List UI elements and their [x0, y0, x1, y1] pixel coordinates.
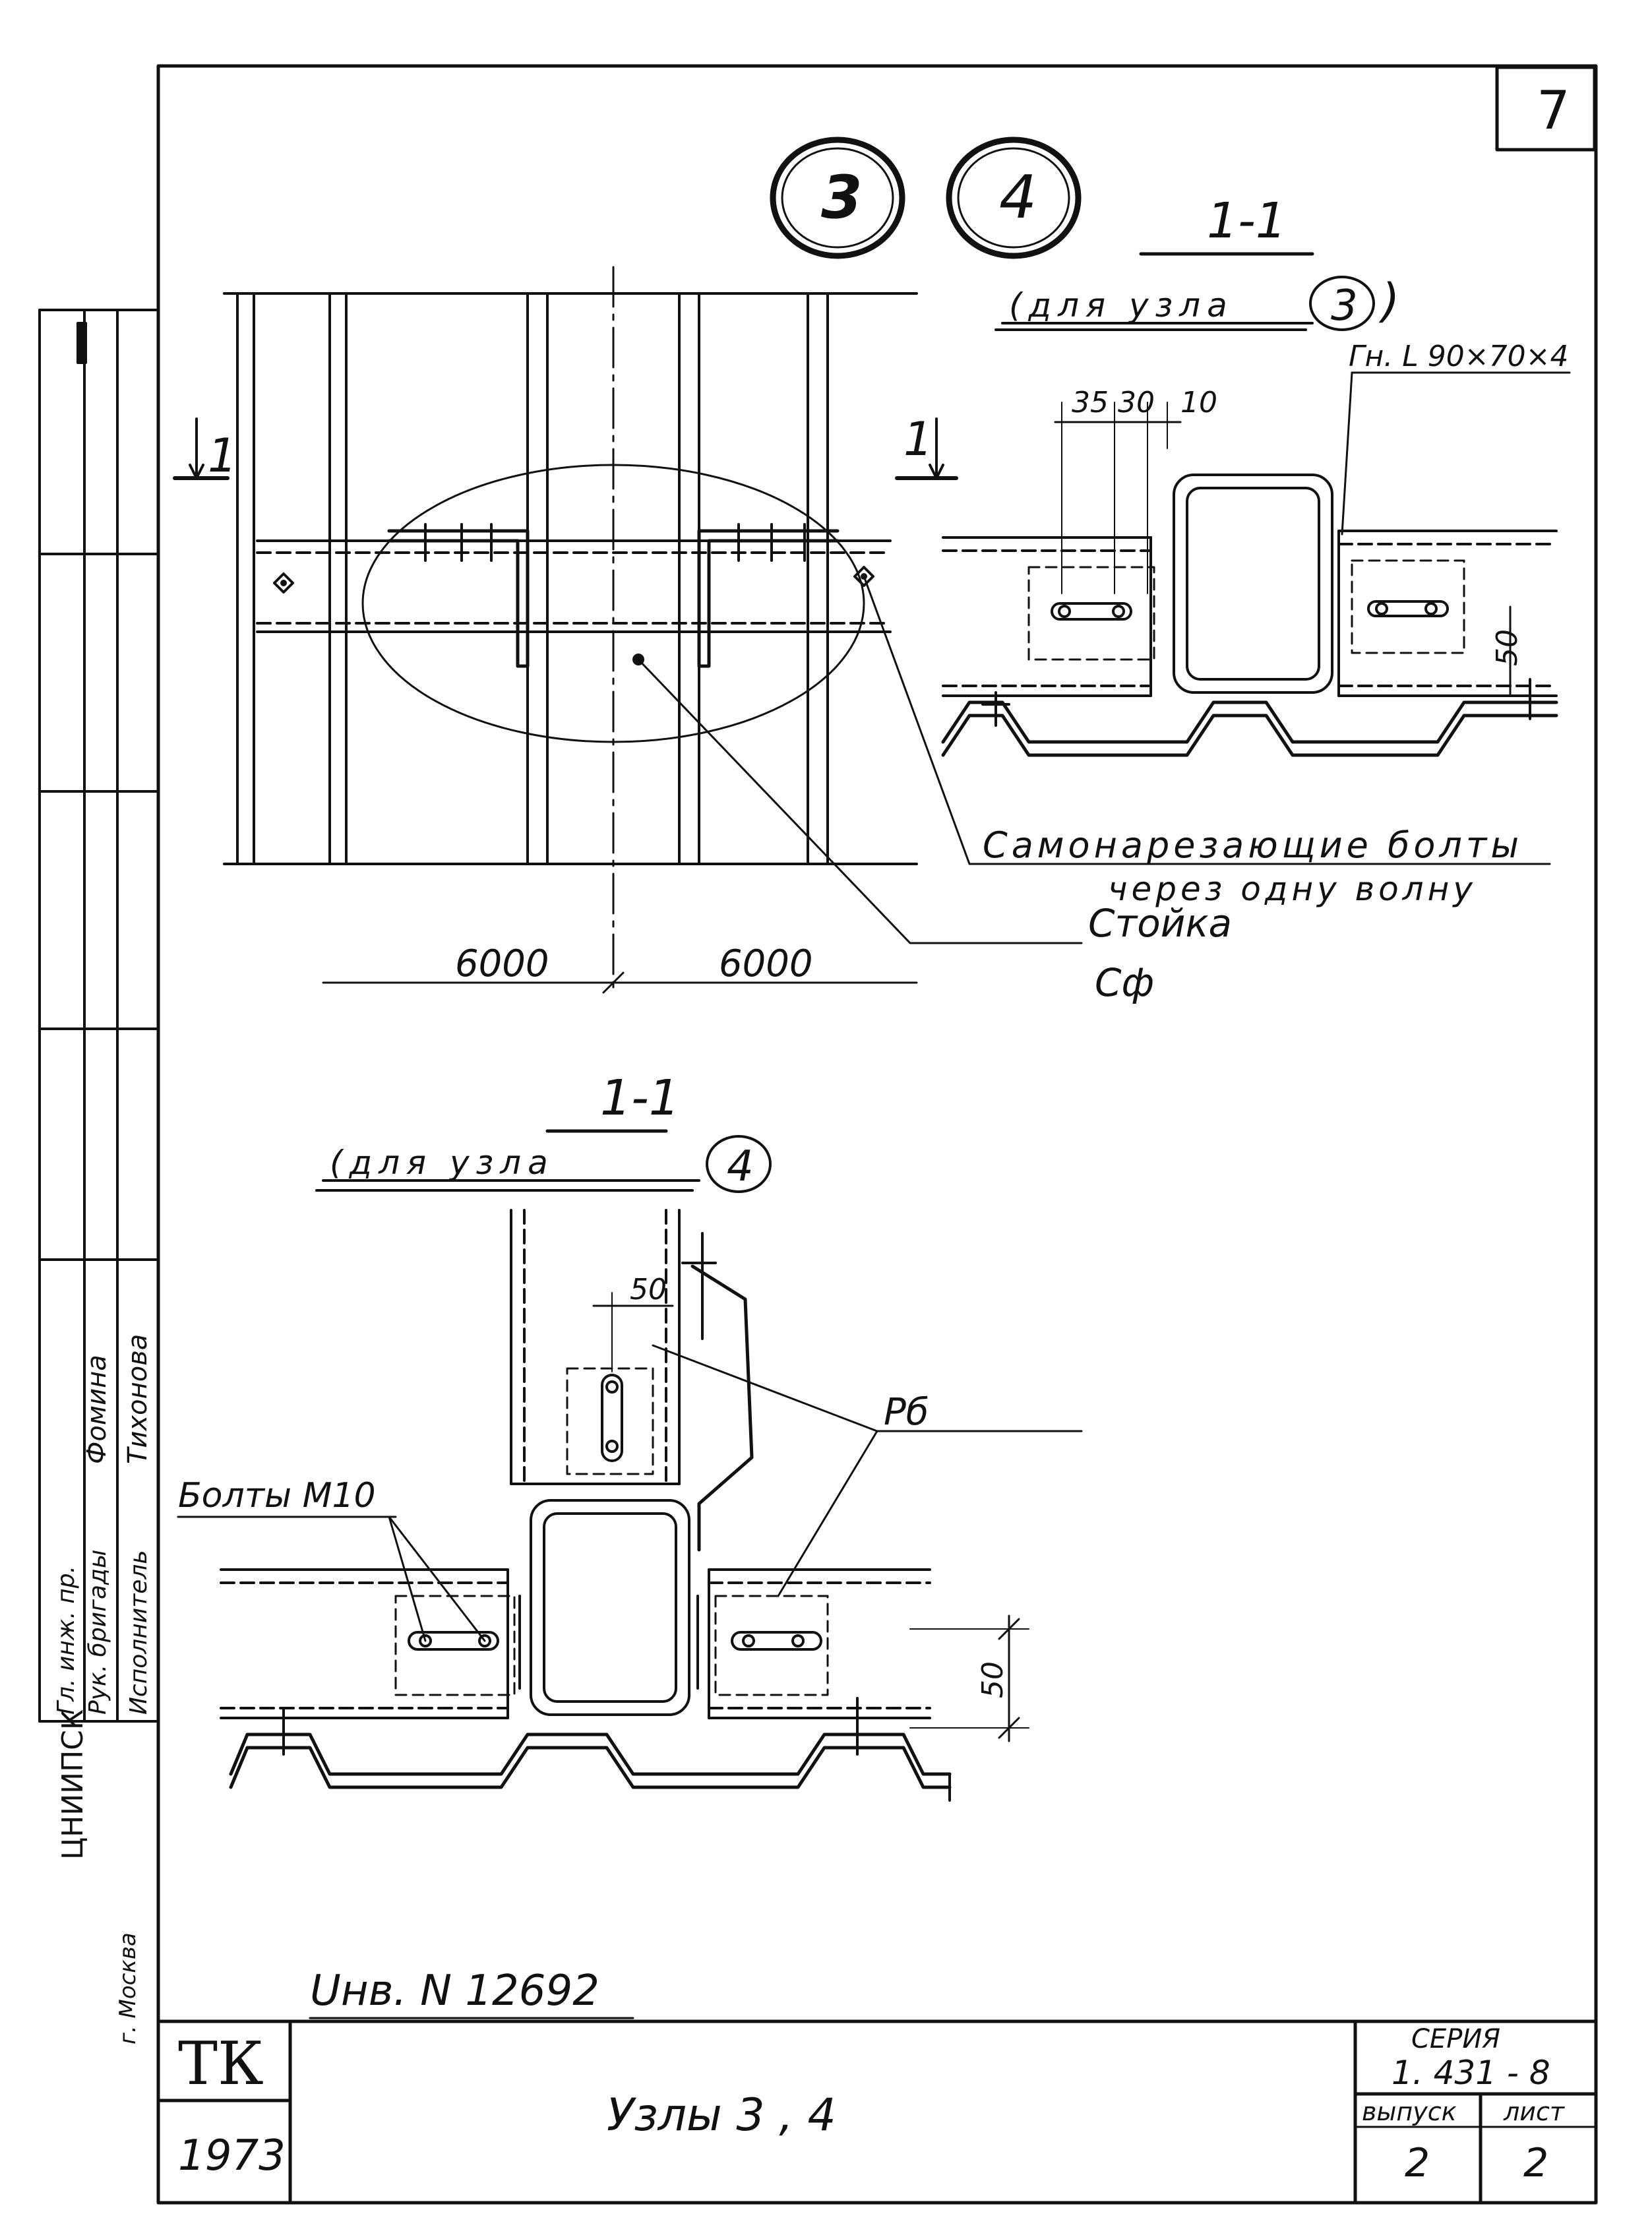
sidebar-row2: Рук. бригады: [84, 1550, 111, 1715]
dim-50-node3: 50: [1490, 629, 1524, 666]
issue-label: выпуск: [1362, 2097, 1457, 2126]
sidebar-org: ЦНИИПСК: [56, 1709, 90, 1860]
sheet-number-box: [1495, 65, 1597, 152]
list-value: 2: [1523, 2140, 1548, 2186]
bolts-note-2: через одну волну: [1108, 870, 1477, 908]
dim-50-side: 50: [976, 1661, 1010, 1698]
section-mark-left: 1: [208, 429, 237, 483]
sidebar-row1: Гл. инж. пр.: [53, 1566, 80, 1715]
section-3-close: ): [1378, 274, 1399, 328]
sidebar-row3: Исполнитель: [125, 1550, 152, 1715]
dim-50-top: 50: [630, 1273, 667, 1306]
section-4-subtitle: (для узла: [330, 1144, 555, 1182]
title-block: [156, 2019, 1598, 2205]
section-3-subtitle: (для узла: [1009, 286, 1234, 324]
series-value: 1. 431 - 8: [1392, 2054, 1550, 2092]
bolts-label: Болты М10: [178, 1476, 376, 1516]
sheet-number: 7: [1537, 80, 1570, 141]
sidebar-city: г. Москва: [115, 1932, 141, 2044]
list-label: лист: [1503, 2097, 1566, 2126]
section-node-3: [941, 252, 1571, 757]
section-mark-right: 1: [903, 412, 933, 466]
node-3-label: 3: [821, 163, 863, 232]
section-node-4: [177, 1129, 1083, 1802]
dim-35: 35: [1072, 386, 1109, 419]
section-3-title: 1-1: [1207, 193, 1287, 249]
dim-left: 6000: [455, 942, 549, 985]
node-4-circle: [946, 137, 1082, 259]
dim-right: 6000: [719, 942, 813, 985]
section-3-node: 3: [1331, 282, 1358, 330]
bolts-note-1: Самонарезающие болты: [983, 824, 1523, 866]
issue-value: 2: [1405, 2140, 1430, 2186]
angle-label: Гн. L 90×70×4: [1349, 340, 1568, 373]
column-label: Стойка: [1088, 901, 1232, 946]
node-4-label: 4: [999, 163, 1037, 232]
sheet-frame: [156, 64, 1598, 2205]
sidebar-name1: Фомина: [82, 1355, 112, 1464]
detail-ellipse: [361, 464, 865, 743]
section-4-node: 4: [727, 1142, 754, 1191]
node-3-circle: [770, 137, 905, 259]
series-label: СЕРИЯ: [1411, 2024, 1500, 2054]
sheet-title: Узлы 3 , 4: [607, 2089, 836, 2141]
side-strip: [38, 309, 160, 1723]
text-layer: 7 3 4 1 1 6000 6000 Стойка Сф Самонареза…: [53, 80, 1570, 2186]
stamp-code: ТК: [178, 2029, 264, 2099]
column-mark: Сф: [1095, 960, 1154, 1005]
dim-10: 10: [1180, 386, 1217, 419]
sidebar-name2: Тихонова: [123, 1334, 153, 1464]
section-4-title: 1-1: [600, 1070, 680, 1126]
year: 1973: [178, 2132, 286, 2180]
inventory-number: Uнв. N 12692: [310, 1967, 599, 2015]
plan-view: [173, 266, 1551, 994]
dim-30: 30: [1118, 386, 1155, 419]
pb-label: Рб: [884, 1391, 929, 1434]
